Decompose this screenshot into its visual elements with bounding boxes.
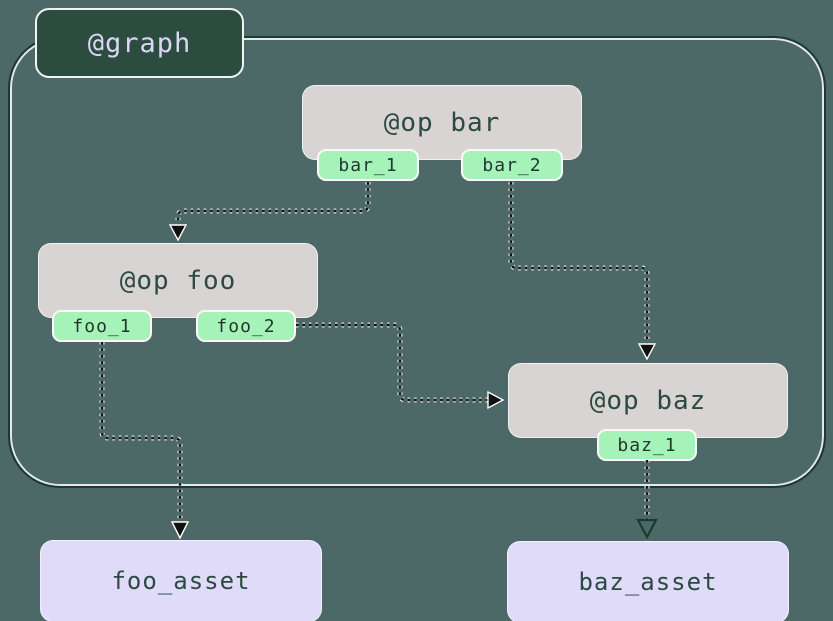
asset-node-baz_asset: baz_asset	[507, 541, 789, 621]
op-node-foo: @op foo	[38, 243, 318, 318]
op-node-bar: @op bar	[302, 85, 582, 160]
graph-container-outline	[8, 36, 826, 488]
arrowhead-into-baz-asset	[636, 518, 658, 540]
graph-label: @graph	[35, 8, 244, 78]
output-bar_1-label: bar_1	[338, 154, 398, 176]
output-tab-bar_1: bar_1	[317, 149, 419, 181]
edge-baz_1-to-baz_asset	[636, 460, 658, 540]
op-baz-label: @op baz	[589, 385, 707, 416]
graph-label-text: @graph	[87, 27, 192, 59]
edge-bar_2-to-op-baz	[508, 182, 657, 361]
baz-asset-label: baz_asset	[578, 568, 718, 596]
output-tab-bar_2: bar_2	[461, 149, 563, 181]
arrowhead-into-op-baz-left	[487, 390, 505, 410]
output-foo_2-label: foo_2	[216, 315, 276, 337]
arrowhead-into-foo-asset	[170, 521, 190, 540]
output-baz_1-label: baz_1	[617, 434, 677, 456]
output-tab-baz_1: baz_1	[597, 429, 697, 461]
foo-asset-label: foo_asset	[111, 567, 251, 595]
op-foo-label: @op foo	[119, 265, 237, 296]
edge-foo_1-to-foo_asset	[99, 342, 190, 540]
edge-foo_2-to-op-baz	[296, 322, 505, 410]
arrowhead-into-op-baz-top	[637, 343, 657, 361]
output-foo_1-label: foo_1	[72, 315, 132, 337]
asset-node-foo_asset: foo_asset	[40, 540, 322, 621]
edge-bar_1-to-op-foo	[168, 182, 371, 242]
output-tab-foo_2: foo_2	[196, 310, 296, 342]
arrowhead-into-op-foo	[168, 224, 188, 242]
output-bar_2-label: bar_2	[482, 154, 542, 176]
op-bar-label: @op bar	[383, 107, 501, 138]
op-node-baz: @op baz	[508, 363, 788, 438]
output-tab-foo_1: foo_1	[52, 310, 152, 342]
